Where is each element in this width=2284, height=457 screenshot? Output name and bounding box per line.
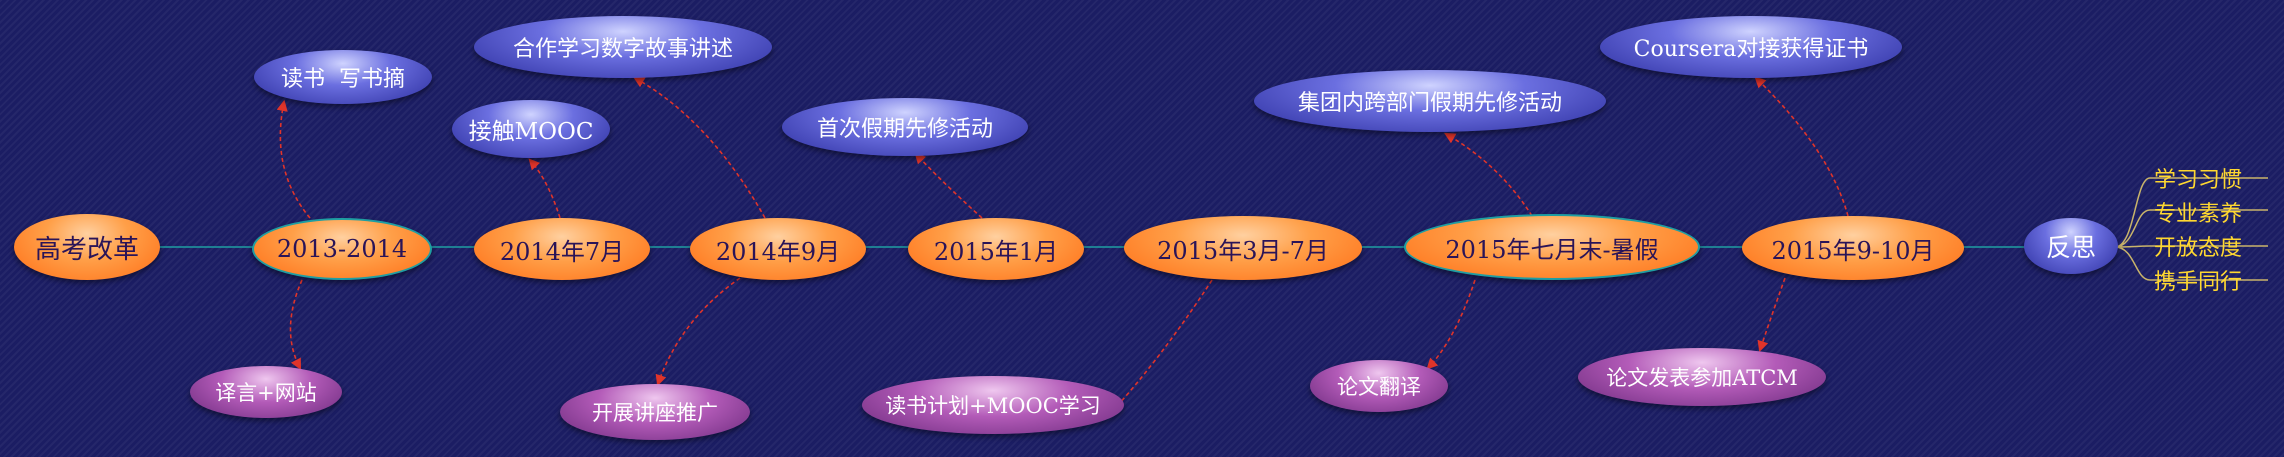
timeline-node-2013-2014[interactable]: 2013-2014 <box>252 218 432 280</box>
timeline-label: 2015年七月末-暑假 <box>1445 235 1659 264</box>
event-yeeyan-website[interactable]: 译言+网站 <box>190 366 342 418</box>
event-coursera-certificate[interactable]: Coursera对接获得证书 <box>1600 16 1902 78</box>
arrow-t6-a5 <box>1444 132 1533 217</box>
reflection-label: 反思 <box>2045 233 2096 262</box>
event-label: 读书计划+MOOC学习 <box>885 394 1101 418</box>
timeline-node-2015-09-10[interactable]: 2015年9-10月 <box>1742 216 1964 280</box>
reflection-item-hand-in-hand: 携手同行 <box>2154 270 2243 295</box>
timeline-label: 2015年3月-7月 <box>1157 236 1329 265</box>
event-first-holiday-precourse[interactable]: 首次假期先修活动 <box>782 98 1028 156</box>
event-first-mooc[interactable]: 接触MOOC <box>452 100 610 158</box>
event-cross-department-precourse[interactable]: 集团内跨部门假期先修活动 <box>1254 70 1606 132</box>
timeline-node-2015-07-summer[interactable]: 2015年七月末-暑假 <box>1404 214 1700 280</box>
arrow-t2-a2 <box>528 158 561 219</box>
timeline-node-2015-01[interactable]: 2015年1月 <box>908 218 1084 280</box>
arrow-t7-a6 <box>1754 76 1849 217</box>
timeline-label: 2015年1月 <box>933 237 1059 266</box>
timeline-label: 2013-2014 <box>276 235 408 263</box>
event-label: 开展讲座推广 <box>592 401 718 425</box>
root-label: 高考改革 <box>34 234 139 265</box>
reflection-node[interactable]: 反思 <box>2024 218 2118 274</box>
arrow-t7-b5 <box>1757 277 1786 353</box>
timeline-label: 2014年9月 <box>715 237 841 266</box>
event-lecture-promotion[interactable]: 开展讲座推广 <box>560 384 750 440</box>
timeline-node-2014-09[interactable]: 2014年9月 <box>690 218 866 280</box>
event-paper-translation[interactable]: 论文翻译 <box>1310 360 1448 412</box>
arrow-t3-b2 <box>655 277 741 387</box>
event-label: 集团内跨部门假期先修活动 <box>1297 91 1562 116</box>
reflection-bracket <box>2114 177 2268 281</box>
event-label: 论文发表参加ATCM <box>1606 366 1798 390</box>
arrow-t4-a4 <box>914 152 983 219</box>
timeline-node-2014-07[interactable]: 2014年7月 <box>474 218 650 280</box>
event-label: 论文翻译 <box>1337 375 1421 399</box>
root-node[interactable]: 高考改革 <box>14 214 160 280</box>
arrow-t6-b4 <box>1426 279 1476 370</box>
timeline-label: 2014年7月 <box>499 237 625 266</box>
event-paper-atcm[interactable]: 论文发表参加ATCM <box>1578 348 1826 406</box>
arrow-t3-a3 <box>633 76 766 219</box>
event-label: 译言+网站 <box>215 381 317 405</box>
timeline-node-2015-03-07[interactable]: 2015年3月-7月 <box>1124 216 1362 280</box>
event-digital-storytelling[interactable]: 合作学习数字故事讲述 <box>474 16 772 78</box>
timeline-label: 2015年9-10月 <box>1771 236 1935 265</box>
event-reading-notes[interactable]: 读书 写书摘 <box>254 50 432 104</box>
event-label: 合作学习数字故事讲述 <box>512 37 733 62</box>
event-label: 读书 写书摘 <box>281 67 405 92</box>
event-reading-plan-mooc[interactable]: 读书计划+MOOC学习 <box>862 376 1124 434</box>
reflection-item-open-attitude: 开放态度 <box>2154 236 2243 261</box>
reflection-item-study-habits: 学习习惯 <box>2154 168 2243 193</box>
event-label: Coursera对接获得证书 <box>1633 37 1869 62</box>
event-label: 首次假期先修活动 <box>816 117 993 142</box>
arrow-t1-b1 <box>289 279 303 370</box>
arrow-t1-a1 <box>276 99 311 219</box>
reflection-item-professional-quality: 专业素养 <box>2154 202 2243 227</box>
event-label: 接触MOOC <box>468 119 594 145</box>
arrow-t5-b3 <box>1106 279 1213 418</box>
